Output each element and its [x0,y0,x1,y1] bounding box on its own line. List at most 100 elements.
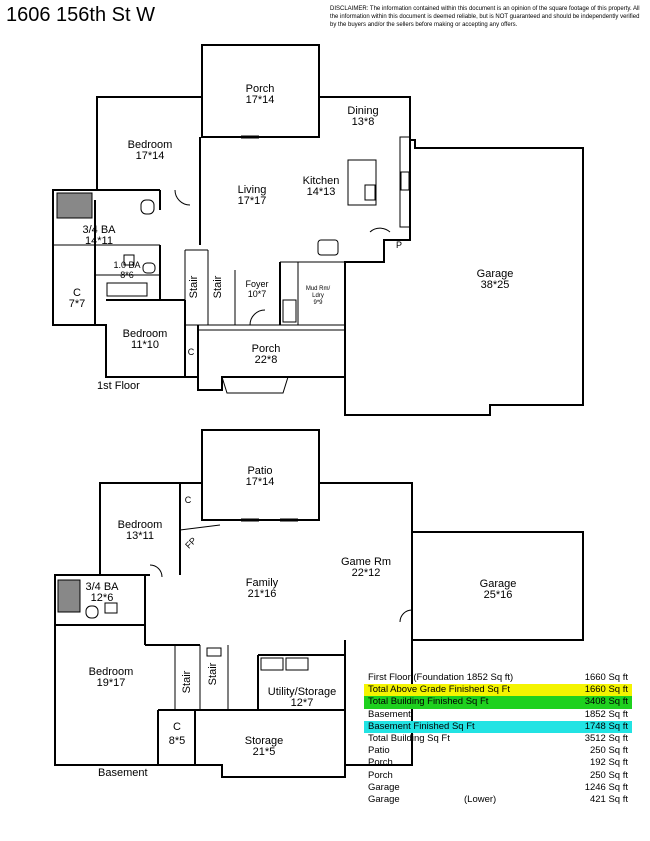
stair-rail [206,647,222,657]
utility-size: 12*7 [291,697,314,709]
game-name: Game Rm [341,556,391,568]
sqft-value: 1660 Sq ft [584,672,628,683]
porch-top-outline [201,44,320,138]
toilet-halfbath [142,262,156,274]
door-arc-1 [174,189,191,206]
water-heater [282,299,297,323]
porch-top-name: Porch [246,83,275,95]
first-floor-label: 1st Floor [97,380,140,392]
basement-label: Basement [98,767,148,779]
fp-label: FP [183,535,198,550]
bedroom2-size: 11*10 [131,339,159,351]
sqft-value: 1246 Sq ft [584,781,628,793]
sqft-label: Garage [368,793,400,805]
bath10-name: 1.0 BA [113,260,140,270]
tub [106,282,148,297]
pantry-mark: P [396,240,402,250]
bbath-name: 3/4 BA [85,581,119,593]
sqft-value: 3408 Sq ft [584,696,628,708]
bbedroom-name: Bedroom [118,519,163,531]
shower-tile [56,192,93,219]
sqft-value: 1660 Sq ft [584,684,628,696]
sqft-row: Porch 192 Sq ft [364,757,632,769]
sqft-row: First Floor (Foundation 1852 Sq ft)1660 … [364,672,632,684]
range [400,171,410,191]
kitchen-size: 14*13 [307,186,336,198]
fp-wall [179,524,221,531]
sink-halfbath [123,254,135,266]
door-arc-2 [249,309,266,326]
washer [317,239,339,256]
storage-size: 21*5 [253,746,276,758]
mud-name2: Ldry [312,293,324,299]
basement-plan [54,429,584,778]
patio-outline [201,429,320,521]
bstair-1-label: Stair [181,670,193,693]
sqft-row: Total Above Grade Finished Sq Ft 1660 Sq … [364,684,632,697]
storage-name: Storage [245,735,284,747]
bgarage-name: Garage [480,578,517,590]
sqft-row: Garage (Lower) 421 Sq ft [364,794,632,806]
toilet-b [85,605,99,619]
porch-top-size: 17*14 [246,94,275,106]
sqft-value: 250 Sq ft [589,769,628,781]
family-name: Family [246,577,279,589]
door-arc-b2 [149,564,163,578]
foyer-name: Foyer [245,279,268,289]
door-arc-b1 [399,609,413,623]
mud-size: 9*9 [313,300,323,306]
stair-1-label: Stair [188,275,200,298]
porch-bottom-name: Porch [252,343,281,355]
bay-window [221,376,289,394]
living-size: 17*17 [238,195,267,207]
bbedroom2-size: 19*17 [97,677,126,689]
toilet [140,199,155,215]
kitchen-name: Kitchen [303,175,340,187]
garage-size: 38*25 [481,279,510,291]
dining-name: Dining [347,105,378,117]
sqft-note: (Lower) [464,793,497,805]
first-floor-plan [52,44,584,416]
sqft-value: 192 Sq ft [589,757,628,769]
bcloset-size: 8*5 [169,735,186,747]
garage-name: Garage [477,268,514,280]
family-size: 21*16 [248,588,277,600]
bath34-size: 14*11 [85,235,113,247]
sqft-label: Porch [368,757,393,769]
sqft-value: 421 Sq ft [589,793,628,805]
bcloset-name: C [173,721,181,733]
utility-name: Utility/Storage [268,686,336,698]
sqft-row: Patio 250 Sq ft [364,745,632,757]
foyer-size: 10*7 [248,289,267,299]
sqft-label: Total Above Grade Finished Sq Ft [368,684,511,696]
closet-name: C [73,287,81,299]
disclaimer-text: DISCLAIMER: The information contained wi… [330,6,640,28]
sqft-label: Patio [368,745,390,757]
kitchen-counter [399,136,411,228]
sink [364,184,376,201]
sqft-label: Total Building Finished Sq Ft [368,696,489,708]
bbedroom2-name: Bedroom [89,666,134,678]
room-labels: Porch 17*14 Dining 13*8 Bedroom 17*14 Li… [69,83,517,779]
property-address: 1606 156th St W [6,4,155,26]
bstair-2-label: Stair [207,662,219,685]
door-arc-3 [369,227,391,233]
sqft-label: Porch [368,769,393,781]
porch-bottom-size: 22*8 [255,354,278,366]
bath34-name: 3/4 BA [82,224,116,236]
first-floor-east-wall [319,96,584,416]
dining-size: 13*8 [352,116,375,128]
closet-size: 7*7 [69,298,86,310]
mud-name: Mud Rm/ [306,286,331,292]
basement-west-wall [54,482,346,778]
bedroom-name: Bedroom [128,139,173,151]
sqft-value: 1748 Sq ft [584,720,628,732]
sqft-label: Basement [368,708,411,720]
stair-2-label: Stair [212,275,224,298]
sqft-value: 250 Sq ft [589,745,628,757]
